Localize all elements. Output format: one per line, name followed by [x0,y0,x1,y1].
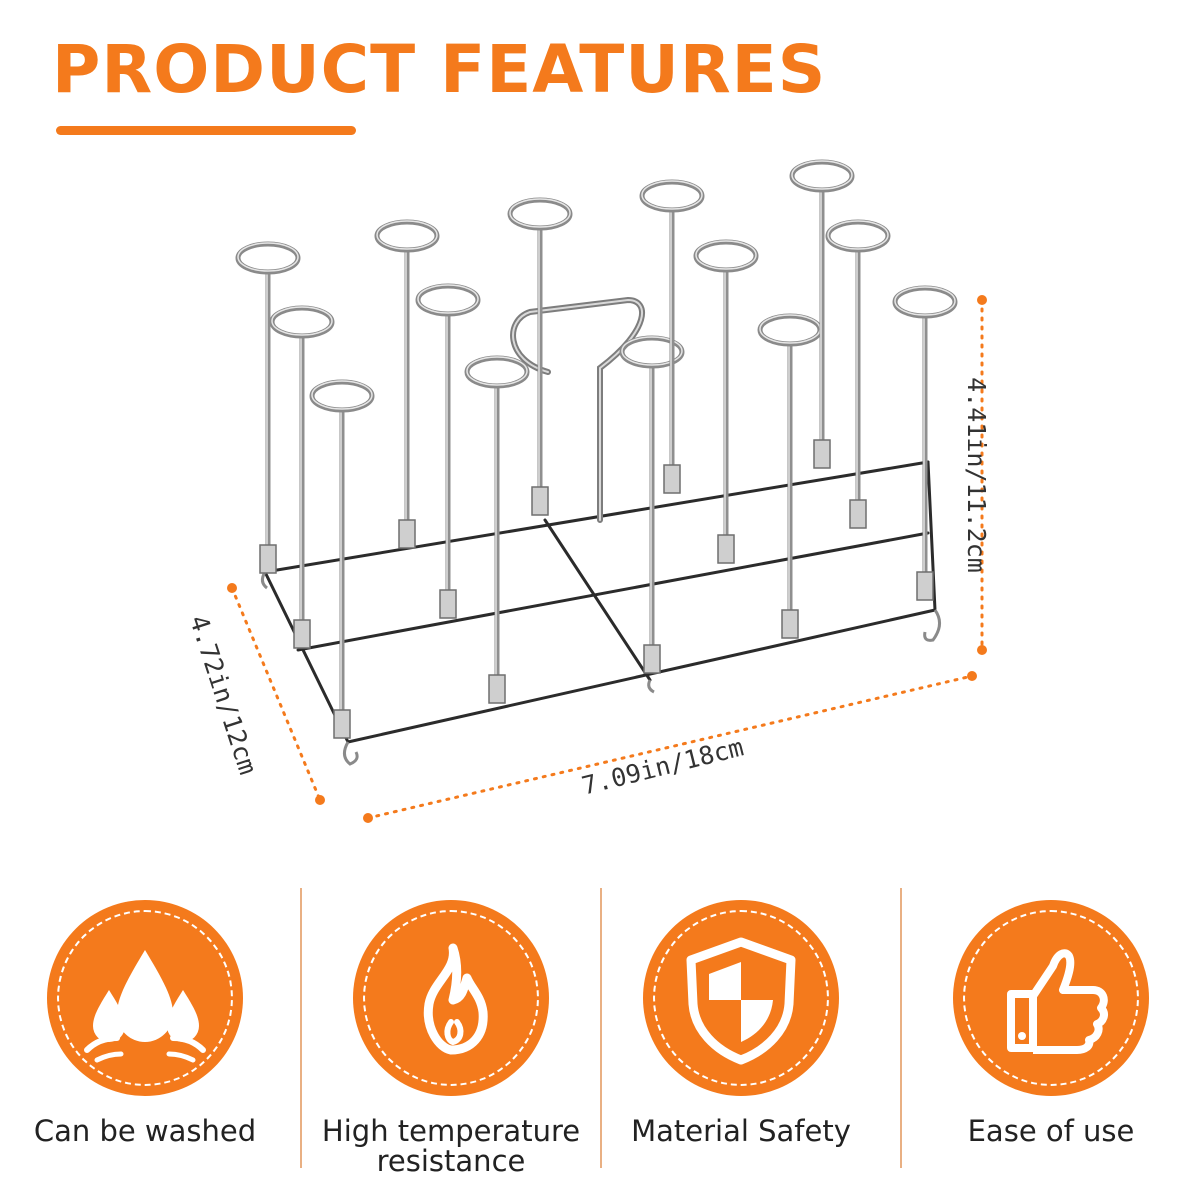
thumbs-up-icon [953,900,1149,1096]
feature-washable: Can be washed [0,900,290,1146]
feature-label: Material Safety [631,1114,851,1148]
feature-heat-resistance: High temperature resistance [306,900,596,1176]
feature-divider [300,888,302,1168]
skewer-rack-illustration [227,159,987,823]
skewer [892,285,958,601]
feature-ease-of-use: Ease of use [906,900,1196,1146]
skewer [269,305,335,649]
skewer [374,219,440,549]
skewer [415,283,481,619]
rack-feet [260,571,941,766]
skewer [309,379,375,739]
flame-icon [353,900,549,1096]
skewer [789,159,855,469]
feature-divider [600,888,602,1168]
title-underline [56,126,356,135]
feature-label: High temperature resistance [321,1114,581,1178]
page-title: PRODUCT FEATURES [52,31,827,108]
skewer [464,355,530,704]
feature-divider [900,888,902,1168]
feature-material-safety: Material Safety [596,900,886,1146]
rack-base [263,460,937,744]
skewer [507,197,573,516]
shield-icon [643,900,839,1096]
skewer [825,219,891,529]
water-drops-icon [47,900,243,1096]
skewer [693,239,759,564]
skewer [235,241,301,574]
skewers [235,159,958,739]
skewer [639,179,705,494]
dimension-endpoints [227,295,987,823]
skewer [757,313,823,639]
skewer [619,335,685,674]
height-dimension-label: 4.41in/11.2cm [961,377,991,573]
feature-label: Ease of use [967,1114,1135,1148]
feature-label: Can be washed [33,1114,257,1148]
dimension-lines [230,298,984,820]
